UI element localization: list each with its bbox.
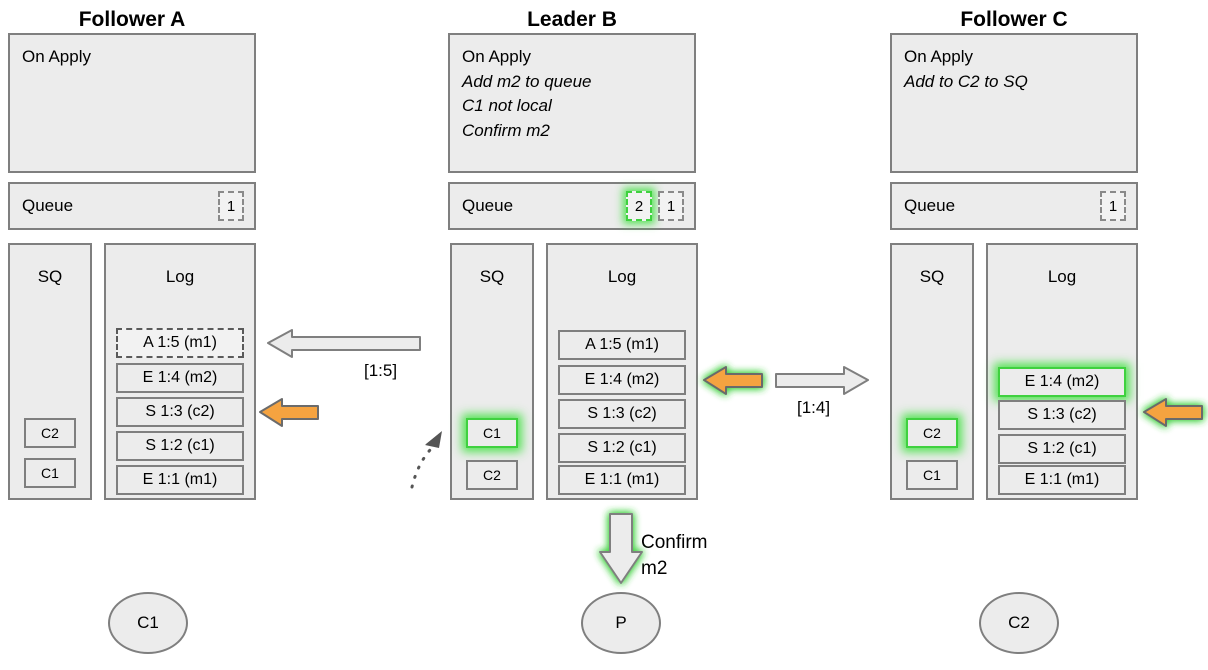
queue-slot: 1 xyxy=(1100,191,1126,221)
commit-arrow-leader-b xyxy=(703,366,763,395)
client-node-c2: C2 xyxy=(979,592,1059,654)
log-entry: S 1:3 (c2) xyxy=(116,397,244,427)
log-entry: E 1:1 (m1) xyxy=(558,465,686,495)
log-entry: E 1:1 (m1) xyxy=(116,465,244,495)
replication-range-label-ba: [1:5] xyxy=(364,361,398,380)
on-apply-line: Add to C2 to SQ xyxy=(904,71,1028,91)
log-entry: S 1:2 (c1) xyxy=(116,431,244,461)
on-apply-panel-follower-c: On Apply Add to C2 to SQ xyxy=(890,33,1138,173)
log-entry: E 1:4 (m2) xyxy=(558,365,686,395)
sq-item-c2-c: C2 xyxy=(906,418,958,448)
on-apply-panel-follower-a: On Apply xyxy=(8,33,256,173)
confirm-label-line1: Confirm xyxy=(641,532,708,553)
log-entry: E 1:4 (m2) xyxy=(116,363,244,393)
dotted-pointer-arrow-to-sq xyxy=(410,431,442,489)
queue-label-b: Queue xyxy=(462,196,514,215)
sq-label-c: SQ xyxy=(919,267,945,286)
sq-item-c1-b: C1 xyxy=(466,418,518,448)
on-apply-line: Confirm m2 xyxy=(462,120,550,140)
on-apply-header-a: On Apply xyxy=(22,47,91,66)
sq-panel-follower-a: SQ xyxy=(8,243,92,500)
log-entry-highlighted: E 1:4 (m2) xyxy=(998,367,1126,397)
replication-range-label-bc: [1:4] xyxy=(797,398,831,417)
column-title-follower-c: Follower C xyxy=(960,8,1068,31)
sq-item-c1-a: C1 xyxy=(24,458,76,488)
queue-slot: 1 xyxy=(218,191,244,221)
on-apply-header-b: On Apply xyxy=(462,47,531,66)
commit-arrow-follower-c xyxy=(1143,398,1203,427)
sq-item-c1-c: C1 xyxy=(906,460,958,490)
log-entry: S 1:3 (c2) xyxy=(998,400,1126,430)
replication-arrow-b-to-c xyxy=(775,366,869,395)
column-title-leader-b: Leader B xyxy=(527,8,617,31)
confirm-down-arrow xyxy=(599,513,643,584)
log-label-b: Log xyxy=(607,267,637,286)
queue-panel-follower-a: Queue 1 xyxy=(8,182,256,230)
log-entry: A 1:5 (m1) xyxy=(558,330,686,360)
on-apply-line: Add m2 to queue xyxy=(462,71,592,91)
sq-label-a: SQ xyxy=(37,267,63,286)
queue-slot-highlighted: 2 xyxy=(626,191,652,221)
on-apply-line: C1 not local xyxy=(462,96,552,116)
column-title-follower-a: Follower A xyxy=(78,8,186,31)
replication-arrow-b-to-a xyxy=(267,329,421,358)
sq-item-c2-b: C2 xyxy=(466,460,518,490)
confirm-label-line2: m2 xyxy=(641,557,668,579)
log-label-a: Log xyxy=(165,267,195,286)
log-entry: S 1:2 (c1) xyxy=(998,434,1126,464)
log-entry: S 1:2 (c1) xyxy=(558,433,686,463)
queue-slot: 1 xyxy=(658,191,684,221)
client-node-p: P xyxy=(581,592,661,654)
on-apply-panel-leader-b: On Apply Add m2 to queue C1 not local Co… xyxy=(448,33,696,173)
sq-panel-leader-b: SQ xyxy=(450,243,534,500)
on-apply-header-c: On Apply xyxy=(904,47,973,66)
queue-label-c: Queue xyxy=(904,196,956,215)
sq-panel-follower-c: SQ xyxy=(890,243,974,500)
log-entry: S 1:3 (c2) xyxy=(558,399,686,429)
confirm-label: Confirm m2 xyxy=(641,530,708,581)
queue-panel-leader-b: Queue 2 1 xyxy=(448,182,696,230)
sq-label-b: SQ xyxy=(479,267,505,286)
queue-panel-follower-c: Queue 1 xyxy=(890,182,1138,230)
client-node-c1: C1 xyxy=(108,592,188,654)
queue-label-a: Queue xyxy=(22,196,74,215)
sq-item-c2-a: C2 xyxy=(24,418,76,448)
log-entry: E 1:1 (m1) xyxy=(998,465,1126,495)
log-entry: A 1:5 (m1) xyxy=(116,328,244,358)
commit-arrow-follower-a xyxy=(259,398,319,427)
log-label-c: Log xyxy=(1047,267,1077,286)
